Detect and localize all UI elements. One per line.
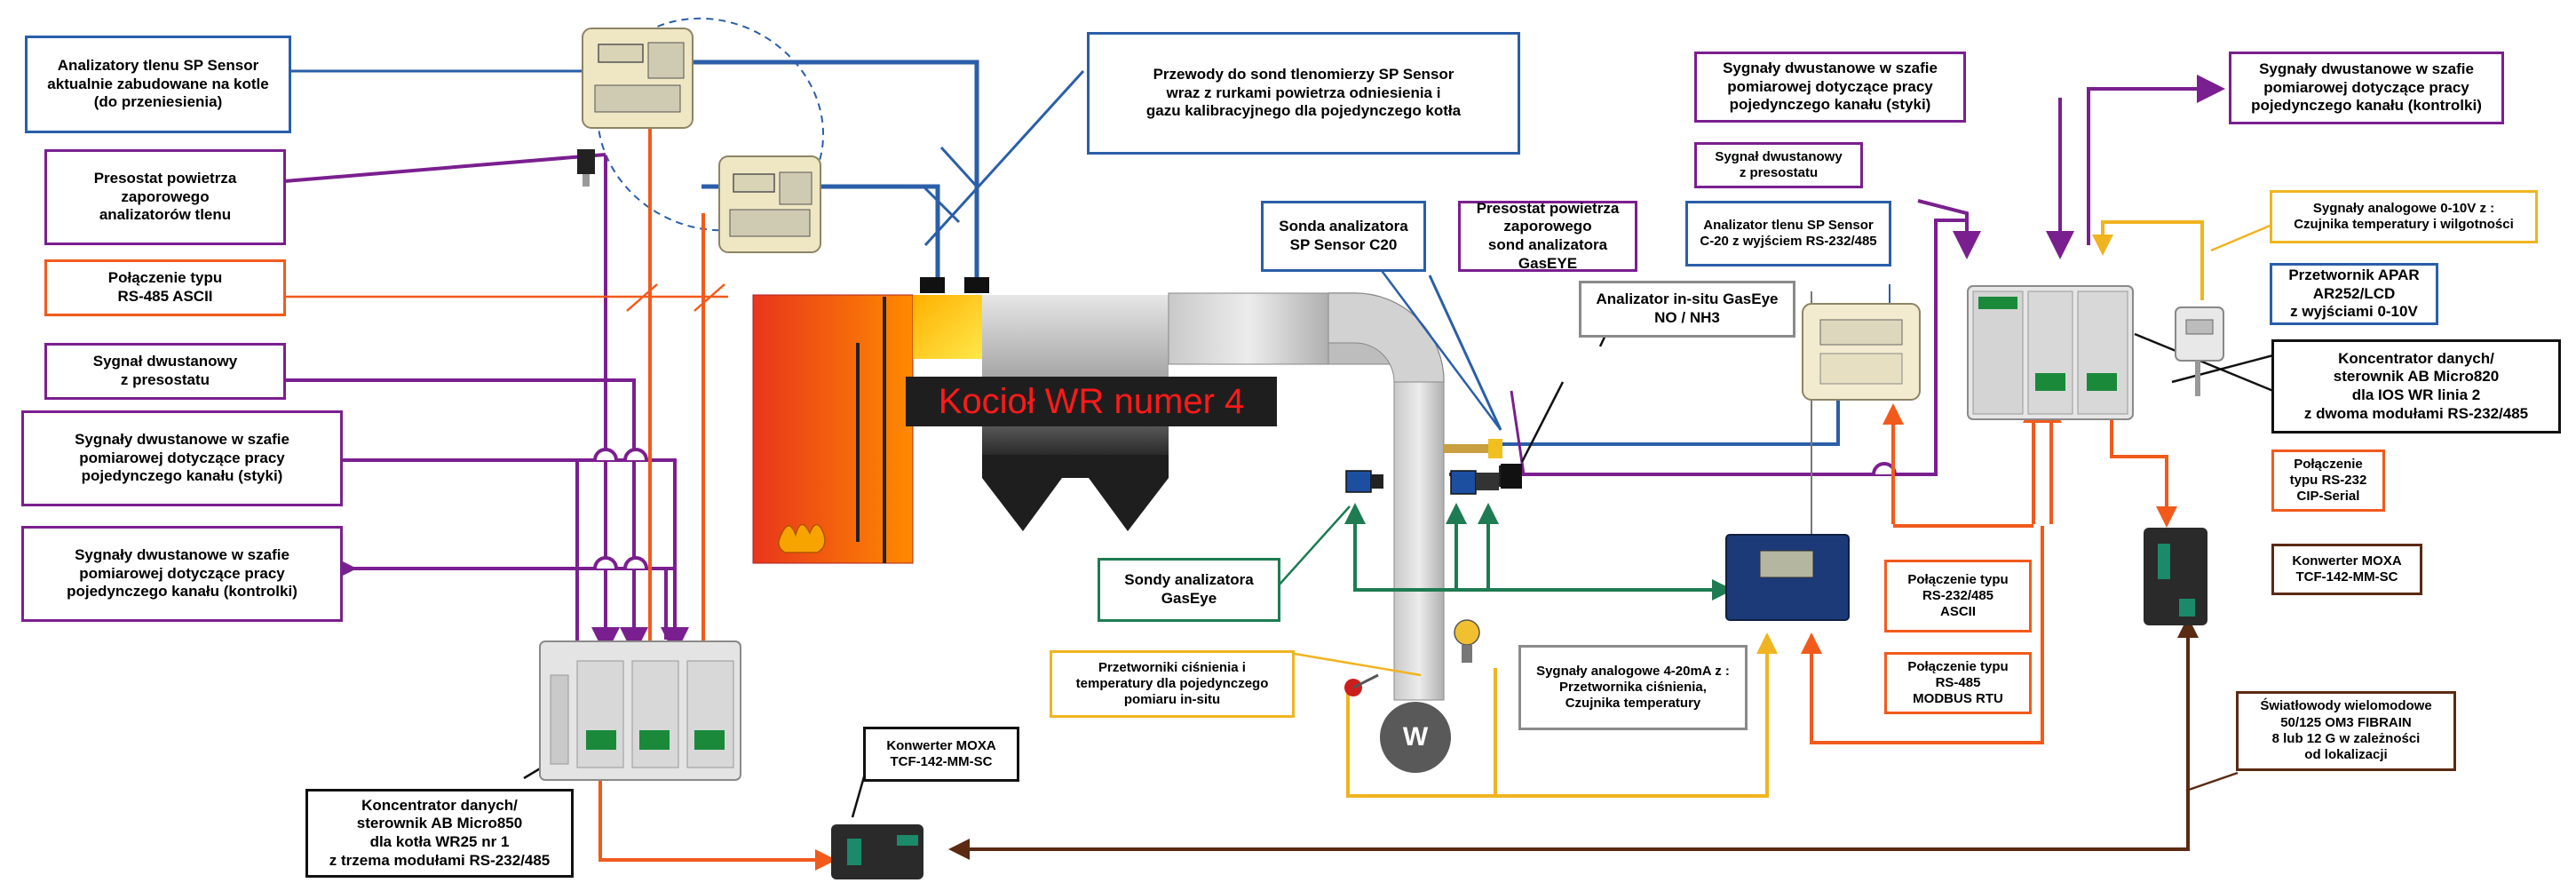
- sp-sensor-c20-unit: [1802, 303, 1921, 401]
- label-fiber: Światłowody wielomodowe 50/125 OM3 FIBRA…: [2236, 691, 2456, 771]
- flame-icon: [778, 523, 826, 553]
- label-rs232-485-ascii: Połączenie typu RS-232/485 ASCII: [1884, 560, 2032, 632]
- label-signals-styki-left: Sygnały dwustanowe w szafie pomiarowej d…: [21, 410, 343, 506]
- yellow-analog: [1294, 220, 2279, 798]
- moxa-bottom: [831, 824, 923, 879]
- pressure-switch-gaseye: [1501, 464, 1522, 489]
- label-moxa-bottom: Konwerter MOXA TCF-142-MM-SC: [863, 727, 1019, 782]
- label-analyzers-sp: Analizatory tlenu SP Sensor aktualnie za…: [25, 36, 291, 133]
- label-micro820: Koncentrator danych/ sterownik AB Micro8…: [2271, 339, 2561, 434]
- plc-micro820: [1967, 285, 2134, 420]
- label-signals-styki-right: Sygnały dwustanowe w szafie pomiarowej d…: [1694, 52, 1966, 123]
- pressure-transducer: [1454, 619, 1480, 663]
- label-sonda-c20: Sonda analizatora SP Sensor C20: [1261, 201, 1426, 272]
- fan-label: W: [1402, 722, 1429, 752]
- green-probe-lines: [1269, 503, 1733, 601]
- label-moxa-right: Konwerter MOXA TCF-142-MM-SC: [2271, 544, 2422, 595]
- label-analyzer-c20: Analizator tlenu SP Sensor C-20 z wyjści…: [1685, 201, 1891, 267]
- gaseye-probe-left: [1345, 470, 1383, 493]
- plc-micro850: [539, 640, 741, 781]
- label-signals-kontrolki-left: Sygnały dwustanowe w szafie pomiarowej d…: [21, 526, 343, 622]
- label-signal-presostat-right: Sygnał dwustanowy z presostatu: [1694, 142, 1863, 188]
- temperature-sensor: [1344, 673, 1379, 696]
- label-analog-010: Sygnały analogowe 0-10V z : Czujnika tem…: [2270, 190, 2538, 243]
- label-signal-presostat-left: Sygnał dwustanowy z presostatu: [44, 343, 286, 400]
- sp-sensor-analyzer-1: [582, 28, 694, 129]
- boiler: [752, 294, 1169, 564]
- label-apar: Przetwornik APAR AR252/LCD z wyjściami 0…: [2270, 263, 2438, 325]
- label-analog-420: Sygnały analogowe 4-20mA z : Przetwornik…: [1518, 645, 1748, 730]
- sonda-c20-flange: [1444, 439, 1502, 458]
- blue-cables: [289, 60, 1890, 446]
- pressure-switch-left: [577, 149, 595, 187]
- label-pipes: Przewody do sond tlenomierzy SP Sensor w…: [1087, 32, 1520, 155]
- boiler-title: Kocioł WR numer 4: [906, 377, 1277, 426]
- apar-transmitter: [2175, 306, 2224, 396]
- label-presostat-left: Presostat powietrza zaporowego analizato…: [44, 149, 286, 245]
- label-rs485-ascii: Połączenie typu RS-485 ASCII: [44, 259, 286, 316]
- fiber-line: [948, 617, 2239, 860]
- label-presostat-gaseye: Presostat powietrza zaporowego sond anal…: [1458, 200, 1637, 272]
- label-rs232-cip: Połączenie typu RS-232 CIP-Serial: [2271, 449, 2385, 512]
- label-sondy-gaseye: Sondy analizatora GasEye: [1098, 558, 1280, 622]
- orange-connections: [286, 124, 2177, 871]
- moxa-right: [2144, 528, 2207, 625]
- label-gaseye-analyzer: Analizator in-situ GasEye NO / NH3: [1579, 281, 1795, 338]
- fan-w: [1380, 702, 1451, 773]
- label-signals-kontrolki-right: Sygnały dwustanowe w szafie pomiarowej d…: [2229, 52, 2504, 124]
- sp-sensor-analyzer-2: [718, 155, 821, 253]
- label-micro850: Koncentrator danych/ sterownik AB Micro8…: [305, 789, 574, 878]
- purple-signals: [283, 75, 2225, 656]
- flue-duct: [1168, 292, 1445, 701]
- label-pressure-temp: Przetworniki ciśnienia i temperatury dla…: [1050, 650, 1295, 718]
- gaseye-analyzer-unit: [1725, 534, 1850, 621]
- label-rs485-modbus: Połączenie typu RS-485 MODBUS RTU: [1884, 652, 2032, 714]
